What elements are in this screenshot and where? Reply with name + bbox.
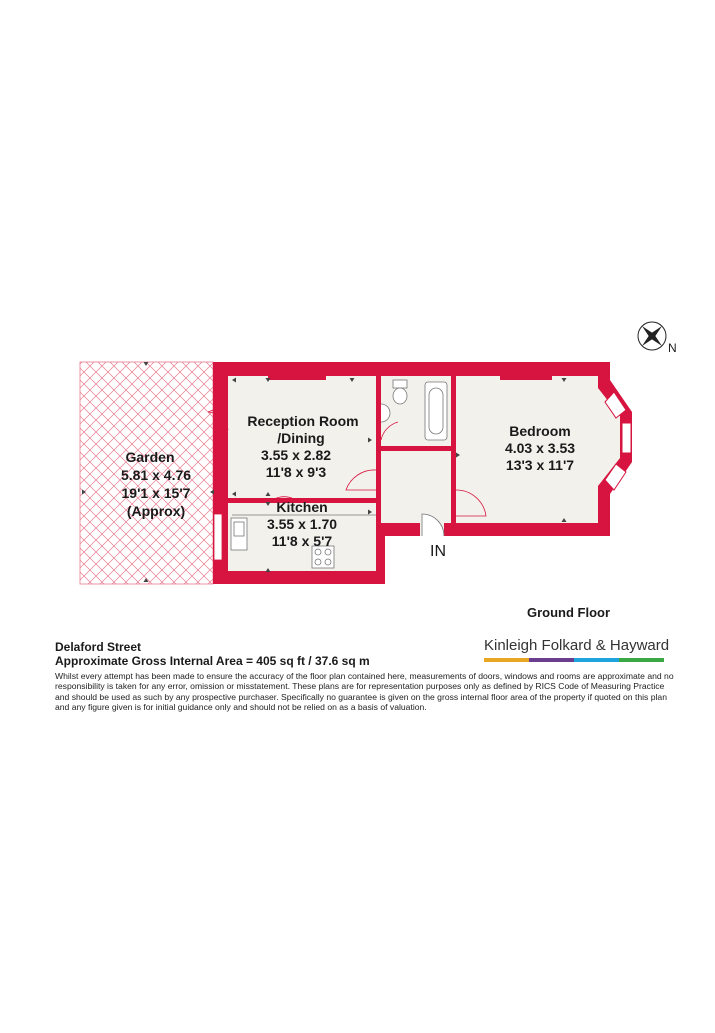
brand-bar-segment	[574, 658, 619, 662]
bathroom-fixtures	[380, 379, 448, 441]
kitchen-floor	[228, 503, 376, 571]
property-area: Approximate Gross Internal Area = 405 sq…	[55, 654, 370, 668]
room-label-bedroom: Bedroom 4.03 x 3.53 13'3 x 11'7	[505, 423, 575, 473]
floor-label: Ground Floor	[527, 605, 611, 620]
basin	[380, 403, 391, 423]
door-swings	[207, 403, 487, 517]
toilet	[392, 379, 408, 389]
brand-logo: Kinleigh Folkard & Hayward	[484, 637, 670, 662]
garden-area	[79, 361, 214, 585]
reception-name-line2: /Dining	[277, 430, 324, 446]
bedroom-name: Bedroom	[509, 423, 570, 439]
room-label-garden: Garden 5.81 x 4.76 19'1 x 15'7 (Approx)	[121, 449, 191, 519]
kitchen-name: Kitchen	[276, 499, 327, 515]
reception-imperial: 11'8 x 9'3	[266, 464, 327, 480]
brand-bar-segment	[484, 658, 529, 662]
brand-bar-segment	[529, 658, 574, 662]
bedroom-floor	[456, 376, 620, 523]
room-label-kitchen: Kitchen 3.55 x 1.70 11'8 x 5'7	[267, 499, 337, 549]
entrance-door	[420, 513, 445, 537]
garden-metric: 5.81 x 4.76	[121, 467, 191, 483]
windows	[268, 376, 552, 380]
north-label: N	[668, 341, 677, 355]
dimension-arrows	[82, 362, 567, 582]
bedroom-metric: 4.03 x 3.53	[505, 440, 575, 456]
compass-icon	[637, 321, 667, 351]
garden-name: Garden	[125, 449, 174, 465]
reception-metric: 3.55 x 2.82	[261, 447, 331, 463]
garden-note: (Approx)	[127, 503, 185, 519]
brand-name: Kinleigh Folkard & Hayward	[484, 637, 670, 654]
reception-floor	[228, 376, 376, 498]
room-label-reception: Reception Room /Dining 3.55 x 2.82 11'8 …	[247, 413, 358, 480]
property-address: Delaford Street	[55, 640, 142, 654]
property-info: Delaford Street Approximate Gross Intern…	[55, 640, 675, 712]
room-floors	[228, 376, 620, 571]
kitchen-metric: 3.55 x 1.70	[267, 516, 337, 532]
brand-color-bar	[484, 658, 664, 662]
hallway-floor	[381, 451, 451, 523]
garden-imperial: 19'1 x 15'7	[122, 485, 191, 501]
brand-bar-segment	[619, 658, 664, 662]
disclaimer-text: Whilst every attempt has been made to en…	[55, 671, 674, 712]
bedroom-imperial: 13'3 x 11'7	[506, 457, 574, 473]
entrance-label: IN	[430, 543, 446, 560]
reception-name: Reception Room	[247, 413, 358, 429]
kitchen-fixtures	[230, 514, 376, 569]
garden-window	[213, 513, 223, 561]
hob	[311, 545, 335, 569]
bay-window	[604, 391, 632, 491]
kitchen-imperial: 11'8 x 5'7	[272, 533, 333, 549]
